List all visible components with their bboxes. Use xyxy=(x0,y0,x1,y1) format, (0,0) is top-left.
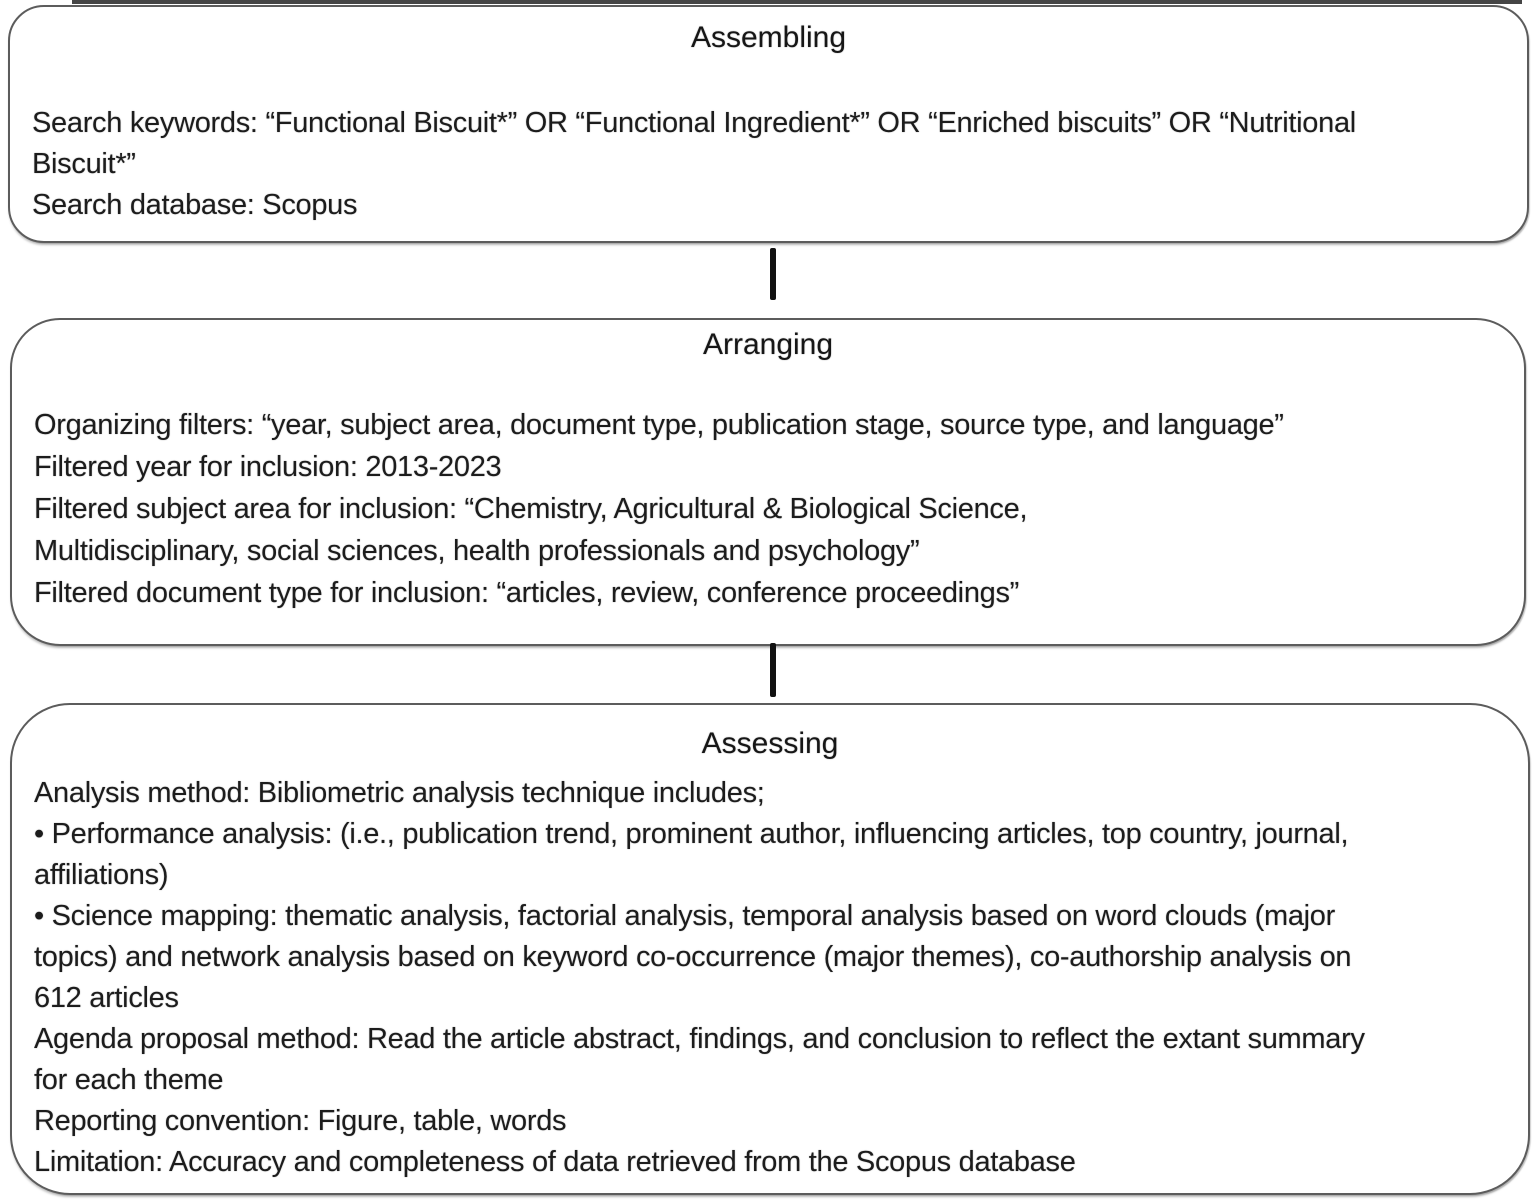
text-line: • Science mapping: thematic analysis, fa… xyxy=(34,900,1335,932)
stage-title-assessing: Assessing xyxy=(701,727,839,760)
text-line: Search database: Scopus xyxy=(32,189,358,221)
text-line: for each theme xyxy=(34,1064,224,1096)
text-line: Reporting convention: Figure, table, wor… xyxy=(34,1105,567,1137)
stage-box-assembling: Assembling Search keywords: “Functional … xyxy=(8,5,1529,243)
text-line: Multidisciplinary, social sciences, heal… xyxy=(34,535,920,567)
text-line: Agenda proposal method: Read the article… xyxy=(34,1023,1365,1055)
text-line: Limitation: Accuracy and completeness of… xyxy=(34,1146,1076,1178)
text-line: Search keywords: “Functional Biscuit*” O… xyxy=(32,107,1356,139)
text-line: Filtered year for inclusion: 2013-2023 xyxy=(34,451,502,483)
stage-box-arranging: Arranging Organizing filters: “year, sub… xyxy=(10,318,1526,646)
stage-box-assessing: Assessing Analysis method: Bibliometric … xyxy=(10,703,1530,1195)
stage-title-arranging: Arranging xyxy=(702,328,834,361)
text-line: Filtered subject area for inclusion: “Ch… xyxy=(34,493,1028,525)
stage-body-assembling: Search keywords: “Functional Biscuit*” O… xyxy=(32,103,1511,226)
stage-body-arranging: Organizing filters: “year, subject area,… xyxy=(34,404,1508,614)
connector-line-arranging-assessing xyxy=(770,643,776,697)
figure-top-shadow-edge xyxy=(72,0,1522,4)
text-line: affiliations) xyxy=(34,859,169,891)
stage-body-assessing: Analysis method: Bibliometric analysis t… xyxy=(34,773,1512,1183)
connector-line-assembling-arranging xyxy=(770,248,776,300)
text-line: Filtered document type for inclusion: “a… xyxy=(34,577,1020,609)
text-line: • Performance analysis: (i.e., publicati… xyxy=(34,818,1349,850)
stage-title-assembling: Assembling xyxy=(690,21,847,54)
text-line: Analysis method: Bibliometric analysis t… xyxy=(34,777,765,809)
text-line: Organizing filters: “year, subject area,… xyxy=(34,409,1284,441)
text-line: Biscuit*” xyxy=(32,148,136,180)
text-line: 612 articles xyxy=(34,982,179,1014)
text-line: topics) and network analysis based on ke… xyxy=(34,941,1352,973)
